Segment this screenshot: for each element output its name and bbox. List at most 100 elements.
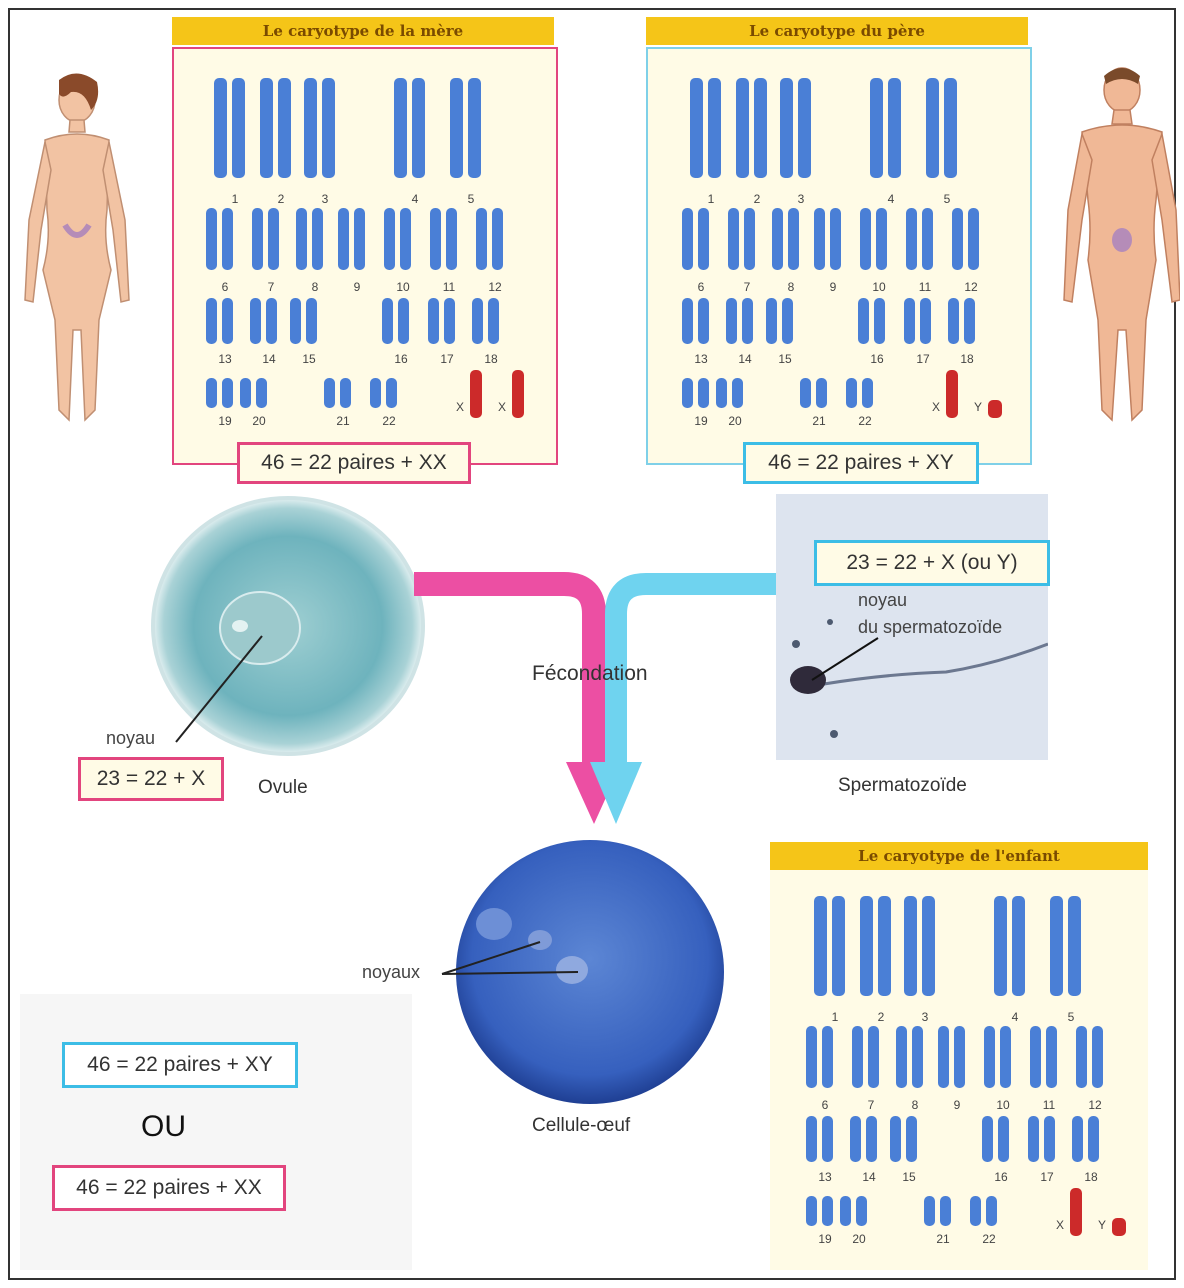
fecondation-label: Fécondation [532,662,648,686]
chromosome-19 [206,378,217,408]
results-panel [20,994,412,1270]
chromosome-1 [214,78,227,178]
chromosome-number: 19 [689,414,713,428]
chromosome-8 [296,208,307,270]
chromosome-10 [400,208,411,270]
chromosome-number: 14 [857,1170,881,1184]
chromosome-number: 16 [865,352,889,366]
chromosome-1 [708,78,721,178]
sex-chromosome-label: X [448,400,472,414]
chromosome-3 [780,78,793,178]
chromosome-12 [968,208,979,270]
sex-chromosome-label: Y [966,400,990,414]
chromosome-20 [840,1196,851,1226]
chromosome-8 [788,208,799,270]
or-label: OU [141,1110,186,1144]
child-karyotype-title: Le caryotype de l'enfant [770,842,1148,870]
chromosome-number: 20 [247,414,271,428]
chromosome-14 [726,298,737,344]
chromosome-2 [736,78,749,178]
chromosome-15 [890,1116,901,1162]
sperm-nucleus-label-2: du spermatozoïde [858,617,1002,638]
chromosome-7 [852,1026,863,1088]
chromosome-number: 20 [723,414,747,428]
chromosome-16 [382,298,393,344]
sex-chromosome-label: X [490,400,514,414]
chromosome-8 [912,1026,923,1088]
chromosome-11 [1046,1026,1057,1088]
man-figure [1060,60,1180,440]
chromosome-7 [744,208,755,270]
chromosome-18 [948,298,959,344]
chromosome-13 [682,298,693,344]
sex-chromosome-x [512,370,524,418]
chromosome-16 [398,298,409,344]
chromosome-number: 1 [223,192,247,206]
chromosome-number: 10 [391,280,415,294]
chromosome-16 [998,1116,1009,1162]
chromosome-number: 22 [377,414,401,428]
chromosome-18 [488,298,499,344]
chromosome-number: 19 [213,414,237,428]
chromosome-number: 22 [977,1232,1001,1246]
chromosome-21 [940,1196,951,1226]
chromosome-number: 9 [821,280,845,294]
chromosome-21 [324,378,335,408]
chromosome-2 [754,78,767,178]
chromosome-12 [952,208,963,270]
chromosome-13 [222,298,233,344]
chromosome-18 [1072,1116,1083,1162]
chromosome-number: 13 [813,1170,837,1184]
chromosome-5 [1050,896,1063,996]
chromosome-number: 17 [435,352,459,366]
chromosome-3 [904,896,917,996]
chromosome-number: 8 [303,280,327,294]
chromosome-number: 3 [789,192,813,206]
chromosome-12 [476,208,487,270]
chromosome-number: 15 [897,1170,921,1184]
chromosome-4 [412,78,425,178]
chromosome-number: 4 [879,192,903,206]
chromosome-10 [1000,1026,1011,1088]
mother-formula: 46 = 22 paires + XX [237,442,471,484]
chromosome-12 [1092,1026,1103,1088]
chromosome-number: 21 [931,1232,955,1246]
chromosome-number: 20 [847,1232,871,1246]
chromosome-4 [994,896,1007,996]
chromosome-22 [970,1196,981,1226]
chromosome-17 [428,298,439,344]
chromosome-1 [232,78,245,178]
sex-chromosome-label: Y [1090,1218,1114,1232]
chromosome-number: 10 [867,280,891,294]
chromosome-10 [384,208,395,270]
zygote-label: Cellule-œuf [532,1115,630,1137]
chromosome-21 [340,378,351,408]
chromosome-16 [982,1116,993,1162]
chromosome-3 [922,896,935,996]
ovule-label: Ovule [258,777,308,799]
chromosome-18 [964,298,975,344]
chromosome-number: 7 [735,280,759,294]
chromosome-1 [690,78,703,178]
chromosome-4 [1012,896,1025,996]
chromosome-number: 15 [297,352,321,366]
chromosome-number: 16 [389,352,413,366]
chromosome-6 [698,208,709,270]
chromosome-13 [206,298,217,344]
chromosome-6 [222,208,233,270]
chromosome-number: 5 [1059,1010,1083,1024]
chromosome-20 [732,378,743,408]
chromosome-20 [856,1196,867,1226]
chromosome-8 [312,208,323,270]
chromosome-14 [250,298,261,344]
chromosome-9 [954,1026,965,1088]
chromosome-13 [822,1116,833,1162]
father-karyotype-title: Le caryotype du père [646,17,1028,45]
chromosome-21 [800,378,811,408]
chromosome-number: 21 [807,414,831,428]
chromosome-number: 7 [859,1098,883,1112]
chromosome-14 [266,298,277,344]
chromosome-number: 19 [813,1232,837,1246]
chromosome-15 [290,298,301,344]
chromosome-number: 21 [331,414,355,428]
